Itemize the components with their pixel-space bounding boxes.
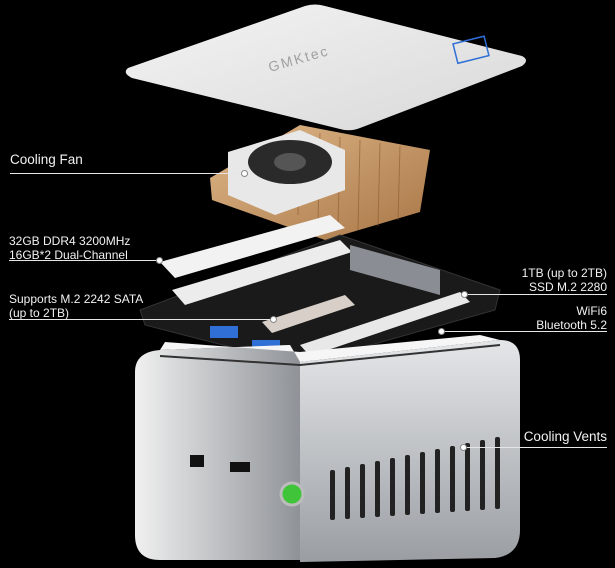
cpu-sticker xyxy=(452,35,490,65)
callout-ssd-line1: 1TB (up to 2TB) xyxy=(521,266,607,280)
callout-sata-line2: (up to 2TB) xyxy=(9,306,70,320)
callout-ssd: 1TB (up to 2TB) SSD M.2 2280 xyxy=(522,266,607,294)
sata-ssd xyxy=(262,295,355,333)
chassis xyxy=(135,335,520,562)
callout-cooling-fan: Cooling Fan xyxy=(10,152,83,167)
leader-line xyxy=(9,319,273,320)
callout-wifi: WiFi6 Bluetooth 5.2 xyxy=(536,304,607,332)
ram-module-1 xyxy=(160,215,345,278)
callout-memory-line1: 32GB DDR4 3200MHz xyxy=(9,234,131,248)
cooling-fan-assembly xyxy=(210,125,430,240)
callout-sata-line1: Supports M.2 2242 SATA xyxy=(9,292,144,306)
nvme-ssd xyxy=(300,292,470,356)
leader-dot xyxy=(270,316,277,323)
usb-port xyxy=(210,326,238,338)
leader-line xyxy=(463,447,607,448)
leader-dot xyxy=(438,328,445,335)
leader-dot xyxy=(460,444,467,451)
callout-ssd-line2: SSD M.2 2280 xyxy=(528,280,607,294)
leader-dot xyxy=(461,291,468,298)
callout-wifi-line2: Bluetooth 5.2 xyxy=(536,318,607,332)
leader-line xyxy=(9,260,159,261)
motherboard xyxy=(139,215,501,366)
vent-slots xyxy=(330,437,500,520)
usb-c-port xyxy=(190,455,204,467)
callout-wifi-line1: WiFi6 xyxy=(576,304,607,318)
leader-dot xyxy=(241,170,248,177)
leader-line xyxy=(464,294,607,295)
leader-line xyxy=(10,173,245,174)
callout-cooling-vents: Cooling Vents xyxy=(523,429,607,444)
power-button xyxy=(279,481,305,507)
io-ports xyxy=(350,245,440,295)
callout-memory: 32GB DDR4 3200MHz 16GB*2 Dual-Channel xyxy=(9,234,130,262)
callout-sata: Supports M.2 2242 SATA (up to 2TB) xyxy=(9,292,143,320)
callout-memory-line2: 16GB*2 Dual-Channel xyxy=(9,248,128,262)
ram-module-2 xyxy=(172,240,352,305)
top-lid: GMKtec xyxy=(125,4,526,131)
leader-dot xyxy=(156,257,163,264)
leader-line xyxy=(441,331,607,332)
usb-a-port xyxy=(230,462,250,472)
